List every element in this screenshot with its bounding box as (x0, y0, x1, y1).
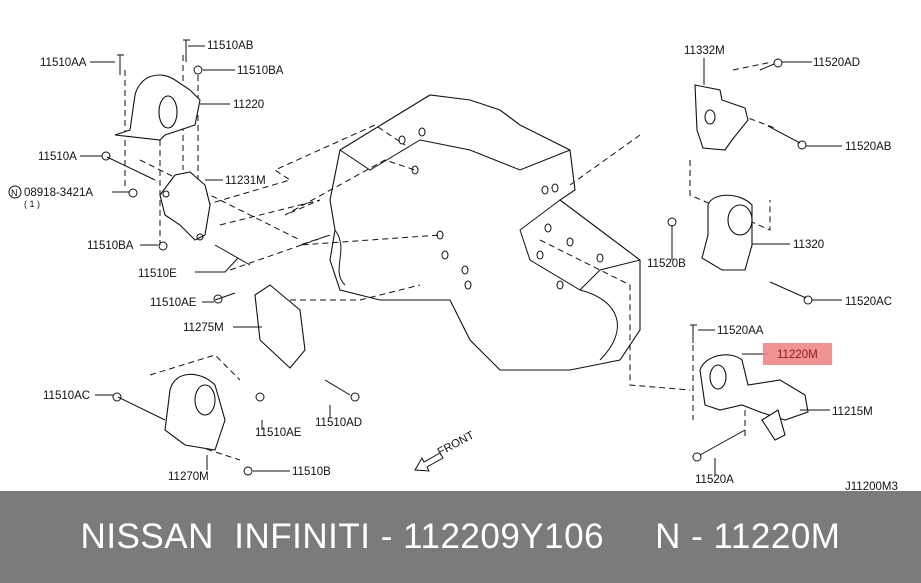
bolts-left (101, 39, 360, 476)
label-11220M[interactable]: 11220M (777, 349, 818, 361)
label-11332M[interactable]: 11332M (684, 45, 725, 57)
label-11510AA[interactable]: 11510AA (40, 57, 87, 69)
label-11520AD[interactable]: 11520AD (813, 57, 860, 69)
label-11510AB[interactable]: 11510AB (207, 40, 254, 52)
label-11215M[interactable]: 11215M (832, 406, 873, 418)
label-11520A[interactable]: 11520A (695, 474, 734, 486)
bracket-11275M (254, 284, 306, 369)
label-11510A[interactable]: 11510A (38, 151, 77, 163)
label-11520AC[interactable]: 11520AC (845, 296, 892, 308)
bracket-11231M (159, 171, 211, 241)
label-11510AE-bottom[interactable]: 11510AE (255, 427, 302, 439)
mount-11320 (701, 194, 753, 271)
diagram-code: J11200M3 (845, 481, 898, 491)
label-11510AE-top[interactable]: 11510AE (150, 297, 197, 309)
part-number-footer: NISSAN INFINITI - 112209Y106 N - 11220M (0, 491, 921, 583)
parts-diagram: 11510AA 11510AB 11510BA 11220 11510A 112… (8, 39, 898, 491)
label-11320[interactable]: 11320 (793, 239, 824, 251)
label-11220[interactable]: 11220 (233, 99, 264, 111)
mount-11270M (164, 373, 226, 451)
label-11510AC[interactable]: 11510AC (43, 390, 90, 402)
label-11510BA-top[interactable]: 11510BA (237, 65, 284, 77)
label-11520B[interactable]: 11520B (647, 258, 686, 270)
footer-text: NISSAN INFINITI - 112209Y106 N - 11220M (80, 517, 841, 556)
bracket-11332M (694, 84, 749, 151)
label-11510AD[interactable]: 11510AD (315, 417, 362, 429)
label-11231M[interactable]: 11231M (225, 175, 266, 187)
mount-11220M (699, 354, 809, 441)
label-11520AA[interactable]: 11520AA (717, 325, 764, 337)
label-11270M[interactable]: 11270M (168, 471, 209, 483)
label-11520AB[interactable]: 11520AB (845, 141, 892, 153)
quantity-label: ( 1 ) (24, 199, 40, 209)
engine-block (329, 94, 641, 371)
leader-lines (80, 45, 842, 476)
n-symbol: N (11, 188, 18, 198)
highlighted-part-box (763, 343, 832, 365)
label-11510E[interactable]: 11510E (138, 268, 177, 280)
engine-mount-11220 (114, 74, 201, 141)
assembly-guide-lines (124, 55, 776, 461)
n-symbol-icon (8, 185, 22, 199)
label-11275M[interactable]: 11275M (183, 322, 224, 334)
label-11510B[interactable]: 11510B (292, 466, 331, 478)
label-11510BA-bottom[interactable]: 11510BA (87, 240, 134, 252)
front-arrow-icon (414, 452, 444, 472)
front-label: FRONT (436, 429, 477, 458)
label-08918-3421A[interactable]: 08918-3421A (24, 187, 93, 199)
